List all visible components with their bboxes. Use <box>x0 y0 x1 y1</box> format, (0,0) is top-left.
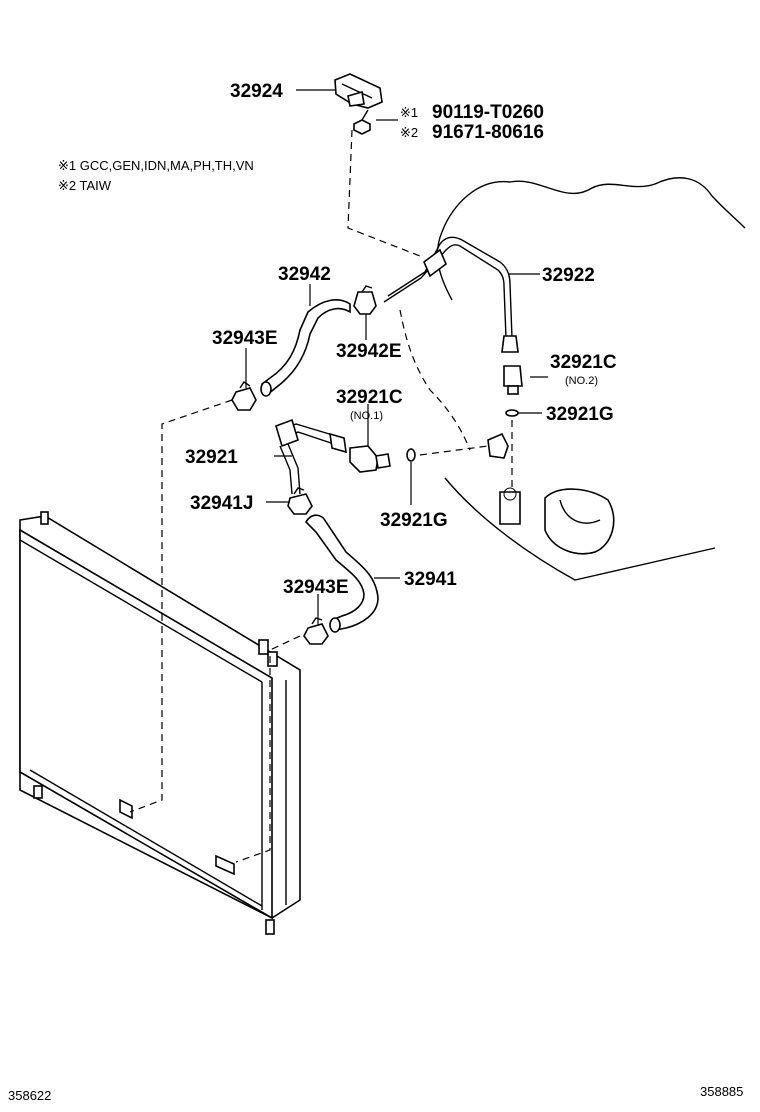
label-32921g-right: 32921G <box>546 404 614 425</box>
label-90119-t0260: 90119-T0260 <box>432 102 544 123</box>
note-2: ※2 TAIW <box>58 178 112 193</box>
note-1: ※1 GCC,GEN,IDN,MA,PH,TH,VN <box>58 158 254 173</box>
label-32921g-mid: 32921G <box>380 510 448 531</box>
clamp-32943e-bottom <box>303 617 329 645</box>
clamp-32942e <box>353 285 377 315</box>
label-32941j: 32941J <box>190 493 253 514</box>
gasket-32921g-right <box>505 409 519 417</box>
label-32921c-no1: 32921C <box>336 387 403 408</box>
pipe-32922 <box>383 236 519 353</box>
callout-mark-1: ※1 <box>400 105 418 120</box>
label-32943e-bottom: 32943E <box>283 577 349 598</box>
bracket-32924 <box>334 73 383 109</box>
callout-mark-2: ※2 <box>400 125 418 140</box>
fitting-housing <box>487 432 509 459</box>
label-32921c-no1-sub: (NO.1) <box>350 410 383 422</box>
bolt-icon <box>353 109 371 135</box>
label-32921: 32921 <box>185 447 238 468</box>
label-32943e-top: 32943E <box>212 328 278 349</box>
label-32942: 32942 <box>278 264 331 285</box>
footer-left-code: 358622 <box>8 1088 51 1103</box>
label-32921c-no2-sub: (NO.2) <box>565 375 598 387</box>
dashed-connections <box>129 129 513 863</box>
radiator <box>19 511 301 935</box>
label-32942e: 32942E <box>336 341 402 362</box>
clamp-32941j <box>287 487 313 515</box>
footer-right-code: 358885 <box>700 1084 743 1099</box>
hose-32942 <box>260 299 351 397</box>
gasket-32921g-mid <box>406 448 416 462</box>
leader-lines <box>245 89 548 626</box>
label-32922: 32922 <box>542 265 595 286</box>
hose-32941 <box>304 514 379 633</box>
transmission-outline <box>436 177 746 581</box>
pipe-32921 <box>275 418 347 495</box>
label-32924: 32924 <box>230 81 283 102</box>
fitting-32921c-no2 <box>503 365 523 395</box>
fitting-32921c-no1 <box>349 445 391 473</box>
label-32941: 32941 <box>404 569 457 590</box>
label-91671-80616: 91671-80616 <box>432 122 544 143</box>
clamp-32943e-top <box>231 381 257 411</box>
label-32921c-no2: 32921C <box>550 352 617 373</box>
